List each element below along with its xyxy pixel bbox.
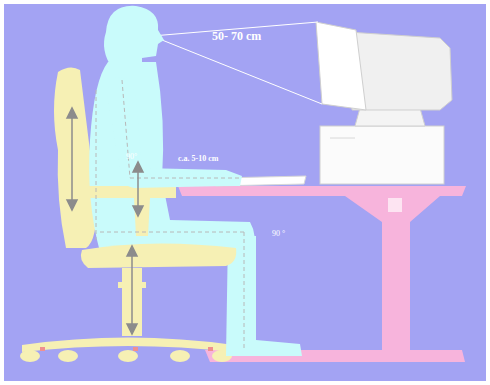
case-slot bbox=[330, 138, 355, 139]
viewing-distance: 50- 70 cm bbox=[212, 30, 261, 42]
chair-armrest bbox=[86, 186, 176, 236]
sight-line bbox=[152, 36, 322, 104]
posture-lines bbox=[96, 80, 244, 348]
computer-case bbox=[320, 126, 444, 184]
desk-leg-detail bbox=[388, 198, 402, 212]
desk-top bbox=[178, 186, 466, 196]
elbow-angle: 90° bbox=[126, 153, 137, 161]
caster-axles bbox=[40, 347, 213, 351]
monitor-screen bbox=[316, 22, 366, 110]
desk-leg bbox=[345, 196, 440, 352]
chair-seat bbox=[81, 243, 236, 268]
panel-background bbox=[4, 4, 486, 381]
person-leg bbox=[226, 236, 302, 356]
measure-arrows bbox=[67, 108, 143, 334]
person-body bbox=[89, 62, 254, 252]
chair-base bbox=[22, 338, 234, 353]
person-head bbox=[104, 6, 164, 68]
monitor-stand bbox=[355, 108, 425, 126]
knee-angle: 90 ° bbox=[272, 230, 285, 238]
elbow-clearance: c.a. 5-10 cm bbox=[178, 155, 218, 163]
chair-casters bbox=[20, 350, 232, 362]
person-arm bbox=[108, 77, 242, 188]
